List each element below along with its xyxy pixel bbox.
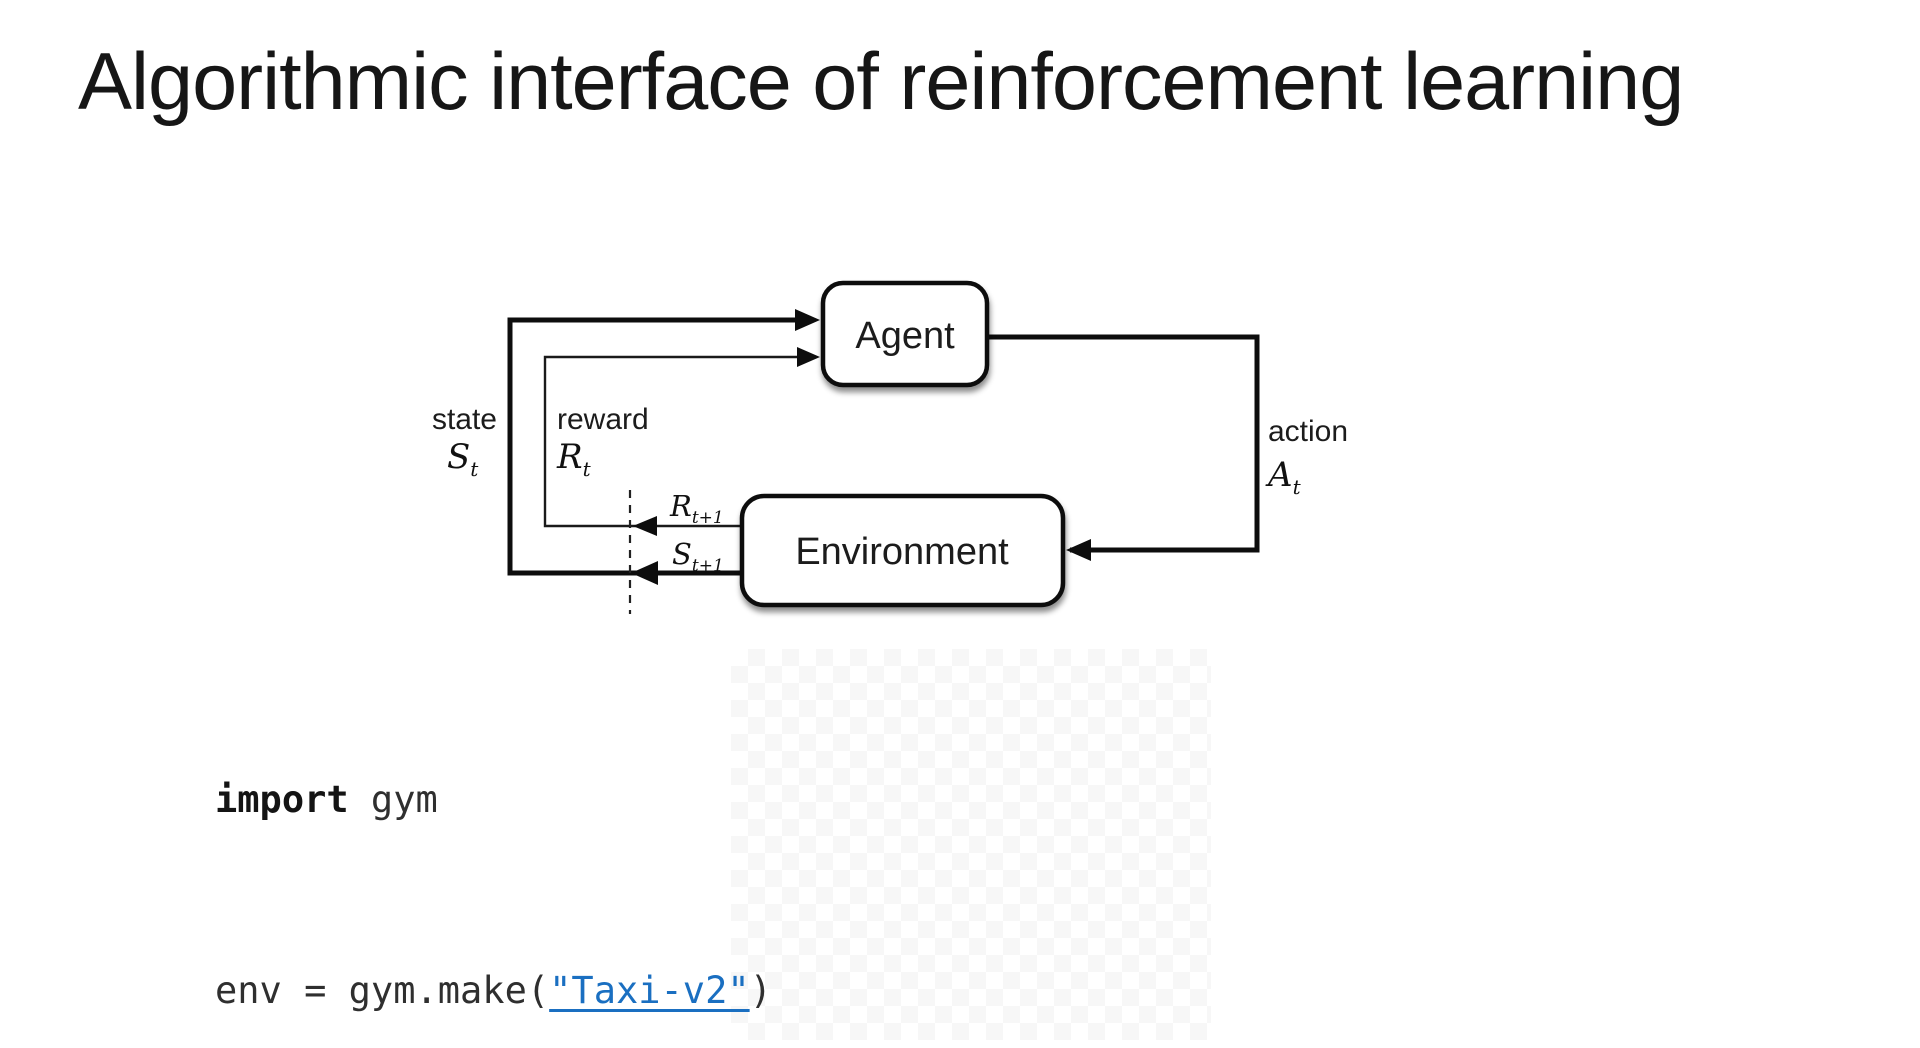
agent-label: Agent — [855, 315, 955, 357]
action-label: action — [1268, 415, 1348, 448]
action-symbol: At — [1265, 455, 1302, 499]
state-next-arrowhead — [631, 561, 658, 585]
environment-label: Environment — [795, 531, 1009, 573]
reward-next-arrowhead — [633, 516, 657, 536]
state-arrowhead — [795, 309, 820, 331]
page-title: Algorithmic interface of reinforcement l… — [78, 37, 1684, 127]
keyword-import: import — [215, 778, 349, 822]
state-label: state — [432, 403, 497, 436]
reward-label: reward — [557, 403, 649, 436]
reward-arrowhead — [797, 347, 820, 367]
reward-symbol: Rt — [556, 437, 592, 481]
code-line-make-env: env = gym.make("Taxi-v2") — [215, 968, 772, 1012]
code-block: import gym env = gym.make("Taxi-v2") obs… — [215, 681, 1418, 1048]
reward-next-symbol: Rt+1 — [669, 489, 724, 528]
taxi-v2-link[interactable]: "Taxi-v2" — [549, 968, 750, 1012]
state-loop-line — [507, 317, 802, 576]
agent-box — [820, 280, 990, 388]
state-next-symbol: St+1 — [672, 537, 724, 576]
action-loop-line — [987, 334, 1260, 553]
transparency-checkerboard — [731, 649, 1211, 1040]
code-line-import: import gym — [215, 778, 438, 822]
state-symbol: St — [447, 437, 479, 481]
environment-box — [739, 493, 1066, 608]
action-arrowhead — [1066, 539, 1091, 561]
